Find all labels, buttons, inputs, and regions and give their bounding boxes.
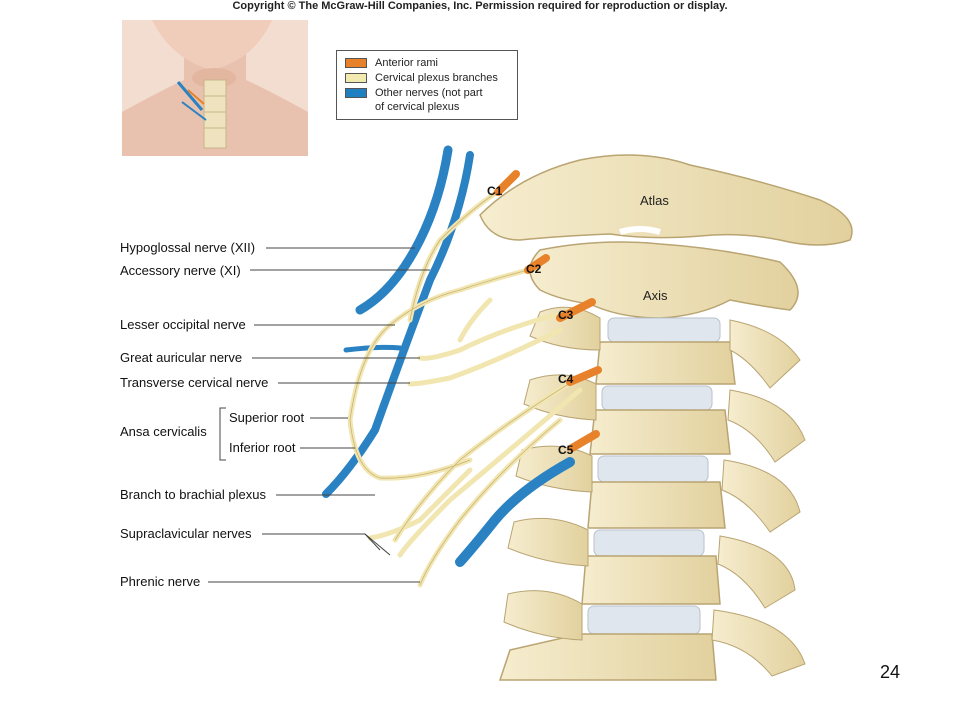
vertebra-label-c1: C1 [487, 184, 503, 198]
bone-label-atlas: Atlas [640, 193, 669, 208]
label-accessory-nerve: Accessory nerve (XI) [120, 263, 241, 278]
legend-label: Cervical plexus branches [375, 72, 498, 84]
label-lesser-occipital-nerve: Lesser occipital nerve [120, 317, 246, 332]
anterior-rami [494, 170, 602, 452]
slide-number: 24 [880, 662, 901, 682]
legend-label: Anterior rami [375, 57, 438, 69]
vertebra-label-c4: C4 [558, 372, 574, 386]
label-great-auricular-nerve: Great auricular nerve [120, 350, 243, 365]
vertebral-column [479, 154, 853, 681]
copyright-notice: Copyright © The McGraw-Hill Companies, I… [232, 0, 728, 12]
leader-lines [208, 247, 430, 583]
legend-label: Other nerves (not part [375, 87, 483, 99]
label-inferior-root: Inferior root [229, 440, 296, 455]
vertebra-label-c3: C3 [558, 308, 574, 322]
legend: Anterior rami Cervical plexus branches O… [336, 50, 518, 120]
label-branch-to-brachial-plexus: Branch to brachial plexus [120, 487, 266, 502]
plexus-branch-outlines [349, 189, 576, 586]
label-hypoglossal-nerve: Hypoglossal nerve (XII) [120, 240, 256, 255]
legend-label: of cervical plexus [375, 101, 460, 113]
label-ansa-cervicalis: Ansa cervicalis [120, 424, 207, 439]
legend-swatch [345, 73, 367, 83]
label-superior-root: Superior root [229, 410, 305, 425]
bone-label-axis: Axis [643, 288, 668, 303]
vertebra-label-c2: C2 [526, 262, 542, 276]
label-transverse-cervical-nerve: Transverse cervical nerve [120, 375, 269, 390]
label-phrenic-nerve: Phrenic nerve [120, 574, 201, 589]
label-supraclavicular-nerves: Supraclavicular nerves [120, 526, 252, 541]
legend-swatch [345, 58, 367, 68]
legend-swatch [345, 88, 367, 98]
vertebra-label-c5: C5 [558, 443, 574, 457]
neck-thumbnail-image [122, 20, 308, 156]
